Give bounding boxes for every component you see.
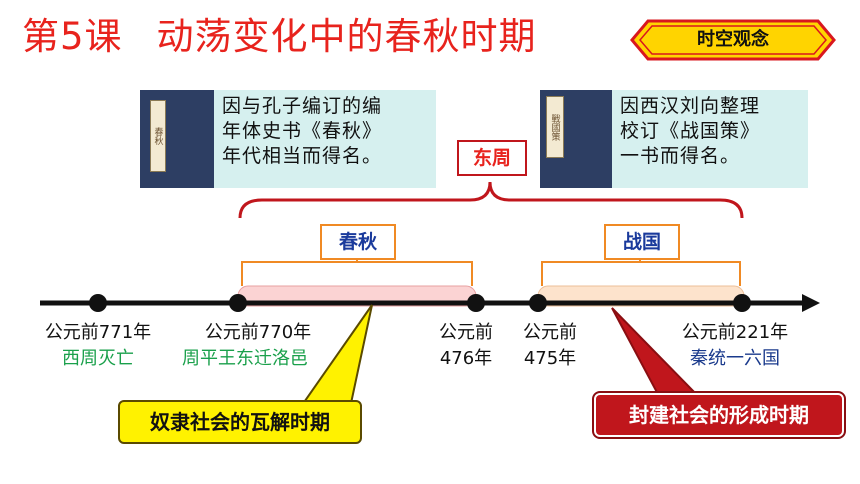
- book-cover-label: 戰國策: [546, 96, 564, 158]
- eastern-zhou-brace: [238, 181, 744, 219]
- event-name: 西周灭亡: [62, 348, 134, 369]
- description-line: 一书而得名。: [620, 145, 741, 167]
- timeline-dot: [467, 294, 485, 312]
- spring-autumn-label: 春秋: [320, 224, 396, 260]
- feudal-society-callout: 封建社会的形成时期: [594, 393, 844, 437]
- event-year: 476年: [439, 348, 493, 369]
- concept-badge: 时空观念: [628, 17, 838, 63]
- zhanguoce-description: 因西汉刘向整理 校订《战国策》 一书而得名。: [612, 90, 808, 188]
- chunqiu-book-cover: 春秋: [140, 90, 214, 188]
- event-year: 公元前771年: [44, 322, 152, 343]
- warring-states-brace: [541, 256, 741, 286]
- event-770: 公元前770年 周平王东迁洛邑: [178, 320, 338, 372]
- lesson-topic: 动荡变化中的春秋时期: [156, 15, 537, 58]
- book-cover-label: 春秋: [150, 100, 166, 172]
- event-name: 秦统一六国: [690, 348, 780, 369]
- event-year: 公元前: [523, 322, 577, 343]
- timeline-arrow: [802, 294, 820, 312]
- timeline-dot: [89, 294, 107, 312]
- badge-label: 时空观念: [697, 29, 769, 50]
- event-475: 公元前 475年: [510, 320, 590, 372]
- event-771: 公元前771年 西周灭亡: [28, 320, 168, 372]
- event-year: 公元前770年: [204, 322, 312, 343]
- event-year: 475年: [523, 348, 577, 369]
- event-year: 公元前221年: [681, 322, 789, 343]
- lesson-number: 第5课: [22, 15, 123, 58]
- description-line: 因与孔子编订的编: [222, 95, 383, 117]
- slave-society-callout: 奴隶社会的瓦解时期: [118, 400, 362, 444]
- description-line: 校订《战国策》: [620, 120, 761, 142]
- event-name: 周平王东迁洛邑: [182, 348, 308, 369]
- chunqiu-description: 因与孔子编订的编 年体史书《春秋》 年代相当而得名。: [214, 90, 436, 188]
- page-title: 第5课动荡变化中的春秋时期: [22, 6, 537, 60]
- spring-autumn-brace: [241, 256, 473, 286]
- warring-states-label: 战国: [604, 224, 680, 260]
- description-line: 因西汉刘向整理: [620, 95, 761, 117]
- badge-shape: [630, 19, 836, 61]
- event-221: 公元前221年 秦统一六国: [660, 320, 810, 372]
- description-line: 年体史书《春秋》: [222, 120, 383, 142]
- event-year: 公元前: [439, 322, 493, 343]
- zhanguoce-book-cover: 戰國策: [540, 90, 612, 188]
- event-476: 公元前 476年: [426, 320, 506, 372]
- timeline-dot: [229, 294, 247, 312]
- timeline-dot: [733, 294, 751, 312]
- eastern-zhou-label: 东周: [457, 140, 527, 176]
- timeline-dot: [529, 294, 547, 312]
- description-line: 年代相当而得名。: [222, 145, 383, 167]
